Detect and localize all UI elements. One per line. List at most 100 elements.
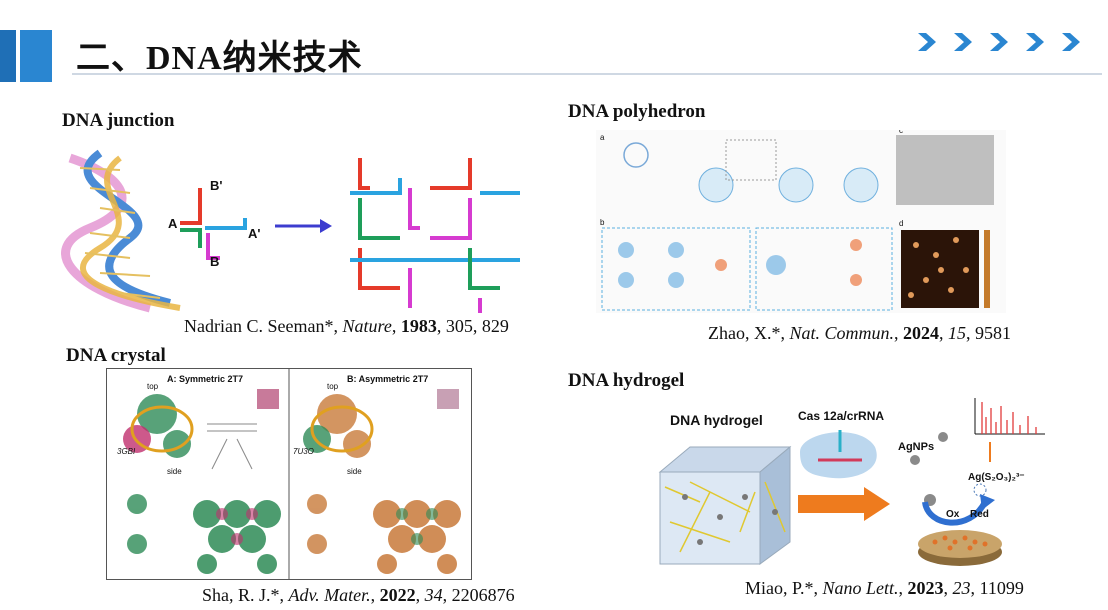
view-label: side — [347, 467, 362, 476]
tem-image — [896, 135, 994, 205]
header-accent-block — [20, 30, 52, 82]
polyhedron-schematic: a c b d — [600, 126, 994, 311]
view-label: top — [327, 382, 339, 391]
asymmetric-motif — [303, 394, 374, 458]
chevron-right-icon — [990, 33, 1008, 51]
cite-year: 2022 — [379, 585, 416, 605]
cite-pages: , 11099 — [970, 578, 1024, 598]
crystal-schematic: A: Symmetric 2T7 B: Asymmetric 2T7 top 3… — [117, 369, 461, 579]
cite-separator: , — [415, 585, 425, 605]
click-reaction-box — [725, 139, 777, 181]
cite-volume: 23 — [952, 578, 971, 598]
view-label: side — [167, 467, 182, 476]
cite-separator: , — [391, 316, 401, 336]
ion-icon — [973, 483, 987, 497]
label-red: Red — [970, 509, 989, 520]
junction-lattice — [350, 158, 520, 313]
chevron-right-icon — [1026, 33, 1044, 51]
label-ox: Ox — [946, 509, 960, 520]
assembly-arrow-icon — [275, 219, 332, 233]
cite-volume: 34 — [424, 585, 443, 605]
polyhedron-figure: a c b d — [596, 126, 1006, 313]
pdb-label: 3GBI — [117, 447, 136, 456]
header-accent-bar — [0, 30, 16, 82]
strand-label: A — [168, 216, 178, 231]
small-motifs — [127, 494, 147, 554]
cite-journal: Adv. Mater. — [288, 585, 371, 605]
agnp-particles — [910, 432, 948, 506]
cluster-panel — [601, 227, 751, 311]
cite-authors: Nadrian C. Seeman*, — [184, 316, 343, 336]
strand-label: B' — [210, 178, 222, 193]
section-title-polyhedron: DNA polyhedron — [568, 101, 706, 122]
reaction-arrow-icon — [798, 487, 890, 521]
citation-hydrogel: Miao, P.*, Nano Lett., 2023, 23, 11099 — [745, 578, 1024, 599]
crystal-photo — [437, 389, 459, 409]
cite-pages: , 9581 — [966, 323, 1011, 343]
header-divider — [72, 73, 1102, 75]
icosahedron-cage — [698, 167, 879, 203]
label-dna-hydrogel: DNA hydrogel — [670, 412, 763, 428]
section-title-crystal: DNA crystal — [66, 345, 166, 366]
cite-authors: Miao, P.*, — [745, 578, 823, 598]
strand-diagram — [207, 423, 257, 470]
electrode — [918, 530, 1002, 566]
cluster-particles — [618, 242, 786, 288]
cite-pages: , 305, 829 — [436, 316, 509, 336]
redox-cycle — [922, 494, 995, 526]
afm-particles — [908, 237, 969, 298]
citation-junction: Nadrian C. Seeman*, Nature, 1983, 305, 8… — [184, 316, 509, 337]
cite-separator: , — [943, 578, 953, 598]
chevron-right-icon — [954, 33, 972, 51]
cite-volume: 15 — [948, 323, 966, 343]
panel-letter: d — [899, 219, 903, 228]
dna-strand-icon — [623, 142, 649, 168]
chevron-right-icon — [1062, 33, 1080, 51]
label-silver-thiosulfate: Ag(S₂O₃)₂³⁻ — [968, 472, 1025, 483]
symmetric-motif — [123, 394, 194, 458]
spectrum-plot — [974, 398, 1045, 435]
cite-separator: , — [939, 323, 948, 343]
strand-label: B — [210, 254, 219, 269]
panel-b-title: B: Asymmetric 2T7 — [347, 374, 428, 384]
citation-crystal: Sha, R. J.*, Adv. Mater., 2022, 34, 2206… — [202, 585, 515, 606]
cite-separator: , — [370, 585, 380, 605]
afm-colorbar — [984, 230, 990, 308]
section-title-junction: DNA junction — [62, 110, 175, 131]
cite-separator: , — [894, 323, 903, 343]
four-arm-junction — [180, 188, 247, 260]
strand-label: A' — [248, 226, 260, 241]
panel-a-title: A: Symmetric 2T7 — [167, 374, 243, 384]
chevron-right-icons — [918, 33, 1080, 51]
cite-authors: Sha, R. J.*, — [202, 585, 289, 605]
section-title-hydrogel: DNA hydrogel — [568, 370, 685, 391]
chevron-right-icon — [918, 33, 936, 51]
label-cas12a: Cas 12a/crRNA — [798, 409, 884, 423]
junction-figure: B' A A' B — [61, 149, 520, 313]
label-agnps: AgNPs — [898, 441, 934, 453]
crystal-photo — [257, 389, 279, 409]
cite-separator: , — [898, 578, 908, 598]
citation-polyhedron: Zhao, X.*, Nat. Commun., 2024, 15, 9581 — [708, 323, 1011, 344]
crystal-figure: A: Symmetric 2T7 B: Asymmetric 2T7 top 3… — [106, 368, 472, 580]
cite-authors: Zhao, X.*, — [708, 323, 790, 343]
immune-panel — [755, 227, 893, 311]
cite-journal: Nature — [342, 316, 392, 336]
hydrogel-figure: DNA hydrogel Cas 12a/crRNA AgNPs — [658, 398, 1045, 566]
cite-journal: Nano Lett. — [822, 578, 899, 598]
view-label: top — [147, 382, 159, 391]
crystal-lattice — [193, 500, 281, 574]
cite-year: 2023 — [907, 578, 944, 598]
cite-pages: , 2206876 — [442, 585, 515, 605]
panel-letter: c — [899, 130, 903, 135]
dna-double-helix-image — [61, 149, 181, 313]
hydrogel-cube — [658, 445, 792, 565]
cite-year: 2024 — [903, 323, 939, 343]
cite-year: 1983 — [400, 316, 437, 336]
panel-letter: a — [600, 133, 605, 142]
panel-letter: b — [600, 218, 605, 227]
page-title: 二、DNA纳米技术 — [76, 40, 363, 77]
cas12a-complex — [800, 430, 877, 479]
pdb-label: 7U3O — [293, 447, 314, 456]
cell-icons — [715, 239, 862, 286]
